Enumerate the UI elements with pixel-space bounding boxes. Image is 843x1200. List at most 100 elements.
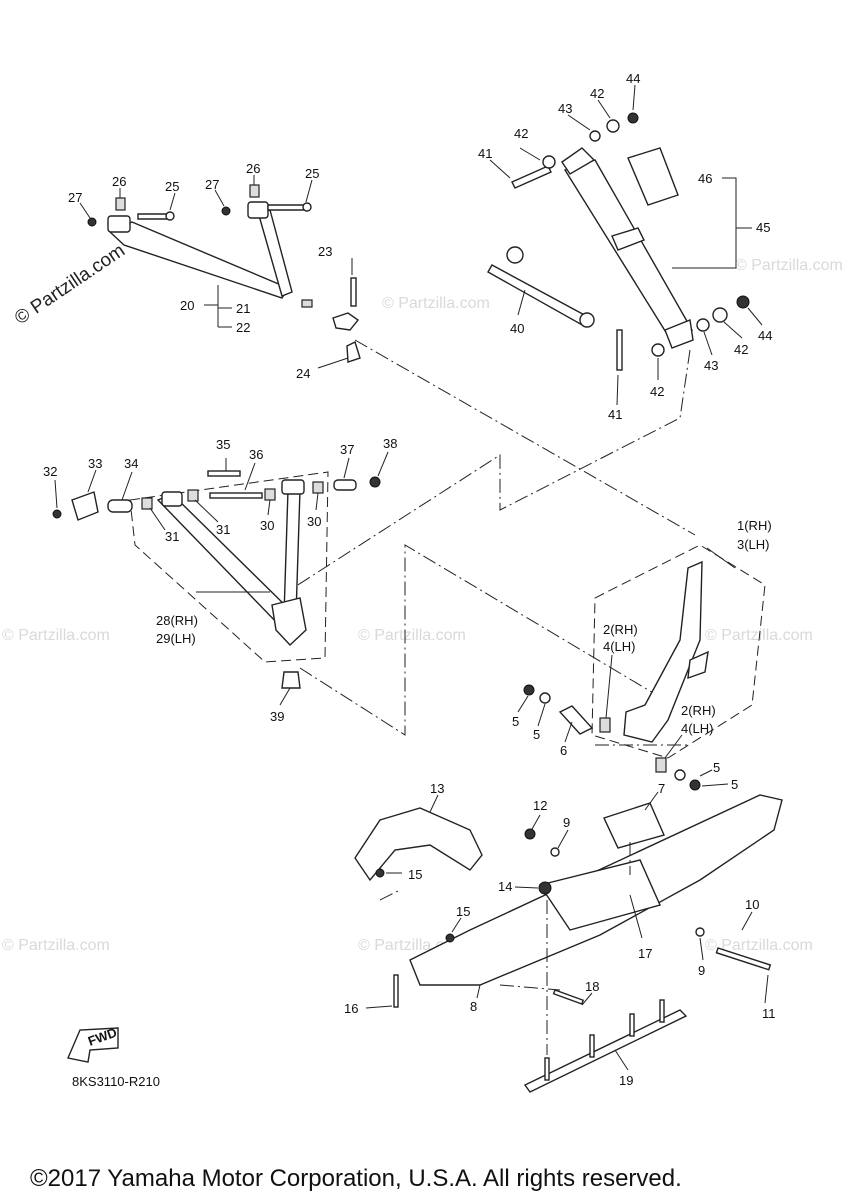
callout-17: 17	[638, 946, 652, 961]
callout-20: 20	[180, 298, 194, 313]
screw-16	[393, 974, 399, 1008]
lower-arm-boundary	[129, 471, 329, 663]
spindle-knuckle	[271, 597, 307, 646]
nut-39	[281, 671, 301, 689]
callout-3: 3(LH)	[737, 537, 770, 552]
collar-6	[558, 705, 594, 735]
nut-24	[346, 341, 361, 363]
watermark: © Partzilla.com	[382, 295, 490, 312]
washer-9b	[695, 927, 705, 937]
callout-10: 10	[745, 897, 759, 912]
bushing-31b	[187, 489, 199, 502]
bushing-21	[301, 299, 313, 308]
callout-labels: 26 27 25 26 27 25 23 20 21 22 24 44 42 4…	[43, 71, 776, 1088]
ski-saddle	[538, 859, 661, 931]
callout-39: 39	[270, 709, 284, 724]
bolt-23	[350, 277, 357, 307]
bolt-41a	[511, 165, 552, 189]
callout-8: 8	[470, 999, 477, 1014]
callout-41: 41	[608, 407, 622, 422]
bolt-11	[715, 947, 772, 971]
collar-43b	[696, 318, 710, 332]
screw-18	[552, 989, 585, 1005]
watermark-main: © Partzilla.com	[11, 240, 129, 329]
callout-27: 27	[68, 190, 82, 205]
watermark: © Partzilla.com	[358, 627, 466, 644]
callout-2: 2(RH)	[681, 703, 716, 718]
bushing-2-4a	[599, 717, 611, 733]
washer-9a	[550, 847, 560, 857]
bushing-37	[333, 479, 357, 491]
bushing-2-4b	[655, 757, 667, 773]
callout-41: 41	[478, 146, 492, 161]
callout-11: 11	[762, 1006, 776, 1021]
washer-5b	[539, 692, 551, 704]
bushing-30b	[312, 481, 324, 494]
callout-25: 25	[305, 166, 319, 181]
callout-16: 16	[344, 1001, 358, 1016]
nut-14	[538, 881, 552, 895]
callout-44: 44	[758, 328, 772, 343]
nut-15b	[445, 933, 455, 943]
copyright-notice: ©2017 Yamaha Motor Corporation, U.S.A. A…	[30, 1165, 682, 1192]
shock-band	[611, 227, 645, 251]
callout-42: 42	[514, 126, 528, 141]
runner-19	[523, 1009, 688, 1093]
bolt-25b	[267, 204, 306, 211]
callout-13: 13	[430, 781, 444, 796]
callout-1: 1(RH)	[737, 518, 772, 533]
ski-handle-13	[354, 807, 483, 882]
diagram-code: 8KS3110-R210	[72, 1074, 160, 1089]
nut-44a	[627, 112, 639, 124]
lower-arm-bracket-right	[281, 479, 305, 495]
callout-22: 22	[236, 320, 250, 335]
callout-40: 40	[510, 321, 524, 336]
watermark: © Partzilla.com	[705, 937, 813, 954]
callout-31: 31	[216, 522, 230, 537]
callout-5: 5	[533, 727, 540, 742]
callout-9: 9	[698, 963, 705, 978]
washer-5c	[674, 769, 686, 781]
tool-knob	[579, 312, 595, 328]
callout-29: 29(LH)	[156, 631, 196, 646]
bolt-36	[209, 492, 263, 499]
callout-18: 18	[585, 979, 599, 994]
callout-32: 32	[43, 464, 57, 479]
nut-44b	[736, 295, 750, 309]
bolt-35	[207, 470, 241, 477]
shock-bottom-eye	[664, 319, 694, 349]
bushing-26b	[249, 184, 260, 198]
watermark: © Partzilla.com	[2, 937, 110, 954]
bolt-25a	[137, 213, 169, 220]
callout-26: 26	[246, 161, 260, 176]
plate-33	[71, 491, 99, 521]
washer-42b	[606, 119, 620, 133]
bushing-26a	[115, 197, 126, 211]
fwd-arrow: FWD	[67, 1025, 119, 1063]
callout-14: 14	[498, 879, 512, 894]
spindle-group	[523, 544, 766, 849]
watermark: © Partzilla.com	[705, 627, 813, 644]
lower-arm-rear-tube	[283, 489, 301, 616]
nut-27b	[221, 206, 231, 216]
callout-4: 4(LH)	[603, 639, 636, 654]
shock-top-eye	[561, 147, 596, 175]
lower-a-arm-group	[52, 470, 381, 689]
callout-6: 6	[560, 743, 567, 758]
washer-42a	[542, 155, 556, 169]
nut-15a	[375, 868, 385, 878]
washer-5d	[689, 779, 701, 791]
bolt-41b	[616, 329, 623, 371]
callout-4: 4(LH)	[681, 721, 714, 736]
callout-19: 19	[619, 1073, 633, 1088]
callout-28: 28(RH)	[156, 613, 198, 628]
bushing-34	[107, 499, 133, 513]
callout-33: 33	[88, 456, 102, 471]
callout-42: 42	[734, 342, 748, 357]
callout-38: 38	[383, 436, 397, 451]
spindle-upper-mount	[687, 650, 709, 680]
shock-absorber-group	[511, 112, 752, 371]
callout-43: 43	[558, 101, 572, 116]
callout-21: 21	[236, 301, 250, 316]
bushing-31a	[141, 497, 153, 510]
